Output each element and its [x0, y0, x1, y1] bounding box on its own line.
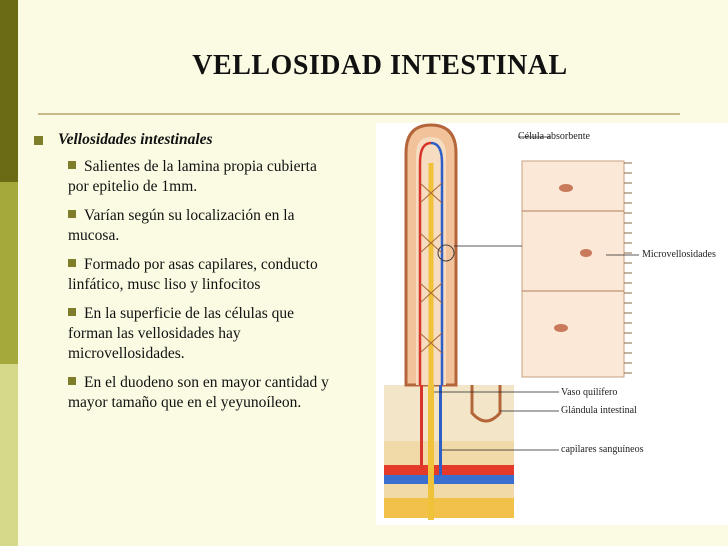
- sub-bullet-text: En la superficie de las células que form…: [68, 305, 295, 362]
- sub-bullet-text: Varían según su localización en la mucos…: [68, 207, 295, 244]
- epithelium-magnified: [521, 160, 625, 378]
- title-divider: [38, 113, 680, 115]
- main-bullet-text: Vellosidades intestinales: [58, 131, 213, 148]
- accent-segment-mid: [0, 182, 18, 364]
- accent-segment-light: [0, 364, 18, 546]
- label-microvilli: Microvellosidades: [642, 249, 716, 260]
- vessel-network: [419, 182, 443, 354]
- lymph-band: [384, 498, 514, 518]
- label-absorbent-cell: Célula absorbente: [518, 131, 590, 142]
- microvilli-brush-border: [624, 162, 632, 374]
- sub-bullet-text: Formado por asas capilares, conducto lin…: [68, 256, 318, 293]
- villus-illustration: [384, 123, 639, 520]
- square-bullet-icon: [34, 136, 43, 145]
- nucleus: [580, 249, 592, 257]
- cell-boundaries: [522, 210, 624, 292]
- vein-band: [384, 475, 514, 484]
- nucleus: [554, 324, 568, 332]
- arteriole: [420, 385, 423, 465]
- nucleus: [559, 184, 573, 192]
- slide-title: VELLOSIDAD INTESTINAL: [192, 50, 568, 81]
- villus-diagram: Célula absorbente Microvellosidades Vaso…: [376, 123, 728, 525]
- submucosa-band: [384, 441, 514, 465]
- venule: [439, 385, 442, 475]
- capillary-blue: [430, 141, 444, 385]
- sub-bullet-list: Salientes de la lamina propia cubierta p…: [68, 157, 338, 422]
- accent-segment-dark: [0, 0, 18, 182]
- label-gland: Glándula intestinal: [561, 405, 637, 416]
- lacteal-trunk: [428, 385, 434, 520]
- sub-bullet-item: Salientes de la lamina propia cubierta p…: [68, 157, 338, 197]
- sub-bullet-item: Varían según su localización en la mucos…: [68, 206, 338, 246]
- label-lacteal: Vaso quilífero: [561, 387, 618, 398]
- sub-bullet-item: En la superficie de las células que form…: [68, 304, 338, 364]
- sub-bullet-item: En el duodeno son en mayor cantidad y ma…: [68, 373, 338, 413]
- square-bullet-icon: [68, 308, 76, 316]
- square-bullet-icon: [68, 377, 76, 385]
- capillary-red: [418, 141, 432, 385]
- deep-band: [384, 484, 514, 498]
- artery-band: [384, 465, 514, 475]
- sub-bullet-text: Salientes de la lamina propia cubierta p…: [68, 158, 317, 195]
- square-bullet-icon: [68, 161, 76, 169]
- magnify-circle: [437, 244, 455, 262]
- sub-bullet-item: Formado por asas capilares, conducto lin…: [68, 255, 338, 295]
- mucosa-base: [384, 385, 514, 441]
- left-accent-bar: [0, 0, 18, 546]
- square-bullet-icon: [68, 210, 76, 218]
- intestinal-gland: [470, 385, 502, 423]
- label-capillaries: capilares sanguíneos: [561, 444, 644, 455]
- sub-bullet-text: En el duodeno son en mayor cantidad y ma…: [68, 374, 329, 411]
- square-bullet-icon: [68, 259, 76, 267]
